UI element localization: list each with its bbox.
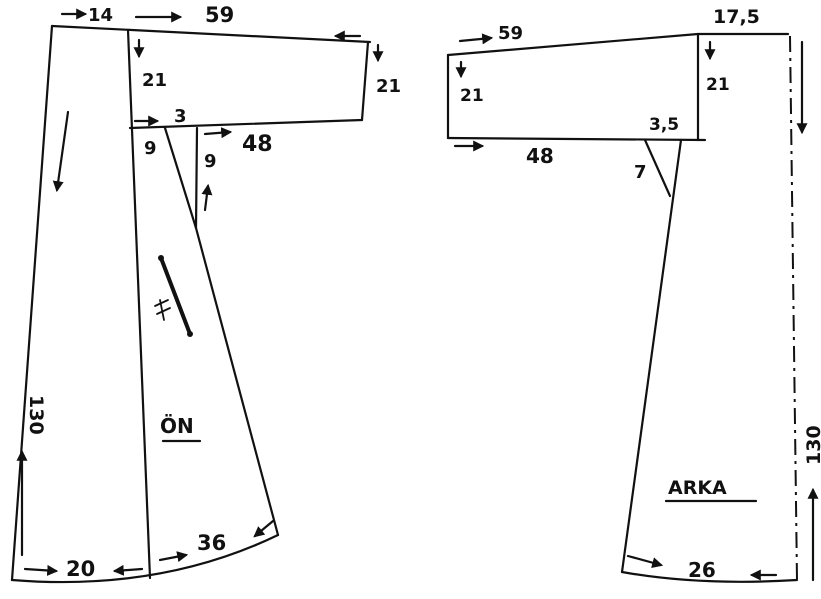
front-dart-left-value: 9	[144, 138, 157, 159]
back-label: ARKA	[668, 477, 727, 499]
arrow-down-left-icon	[253, 519, 275, 538]
front-sleeve-bottom	[128, 118, 364, 130]
back-hem-curve	[620, 570, 799, 583]
front-hem-curve	[10, 533, 280, 584]
front-neck-width: 14	[88, 5, 113, 26]
front-center-line	[126, 28, 152, 580]
front-hem-right: 36	[197, 531, 226, 555]
front-piece: 14 59 21 21 3 9 48 9 130 ÖN 20 36	[10, 3, 401, 584]
back-piece: 59 21 21 3,5 48 7 17,5 130 ARKA 26	[446, 6, 821, 583]
arrow-up-icon	[201, 183, 213, 212]
arrow-right-icon	[23, 564, 59, 576]
front-underarm-offset: 3	[174, 106, 187, 127]
arrow-right-icon	[203, 127, 233, 139]
arrow-right-icon	[626, 554, 664, 568]
back-sleeve-height: 21	[706, 75, 730, 95]
back-sleeve-bottom	[446, 136, 707, 142]
back-dart	[643, 138, 672, 198]
front-top-edge	[50, 24, 372, 44]
back-sleeve-top	[446, 32, 700, 57]
back-shoulder-width: 17,5	[713, 6, 760, 28]
front-sleeve-drop: 21	[142, 70, 167, 91]
front-side-seam	[194, 226, 280, 537]
front-sleeve-end	[360, 40, 370, 122]
front-label: ÖN	[160, 414, 194, 438]
front-dart-right	[194, 126, 199, 230]
grain-line-dot	[187, 331, 193, 337]
arrow-left-icon	[112, 564, 144, 576]
grain-mark	[154, 299, 171, 321]
back-length: 130	[803, 425, 821, 465]
front-dart-right-value: 9	[204, 151, 217, 172]
front-hem-left: 20	[66, 557, 95, 581]
front-sleeve-length: 59	[205, 3, 234, 27]
back-side-seam	[620, 138, 683, 574]
back-sleeve-drop: 21	[460, 86, 484, 106]
arrow-right-icon	[458, 33, 494, 45]
back-hem: 26	[688, 558, 716, 582]
arrow-right-icon	[158, 551, 189, 563]
back-sleeve-bottom-value: 48	[526, 144, 554, 168]
grain-line-dot	[158, 255, 164, 261]
front-sleeve-height: 21	[376, 76, 401, 97]
back-sleeve-length: 59	[498, 23, 523, 44]
back-fold-line	[789, 35, 798, 581]
arrow-down-icon	[52, 110, 70, 193]
front-sleeve-bottom-value: 48	[242, 132, 273, 157]
front-outer-edge	[10, 24, 54, 582]
front-grain-line	[159, 256, 192, 336]
back-underarm-offset: 3,5	[649, 115, 679, 135]
back-dart-value: 7	[634, 162, 647, 183]
front-dart-left	[163, 126, 198, 230]
front-length: 130	[25, 395, 47, 435]
